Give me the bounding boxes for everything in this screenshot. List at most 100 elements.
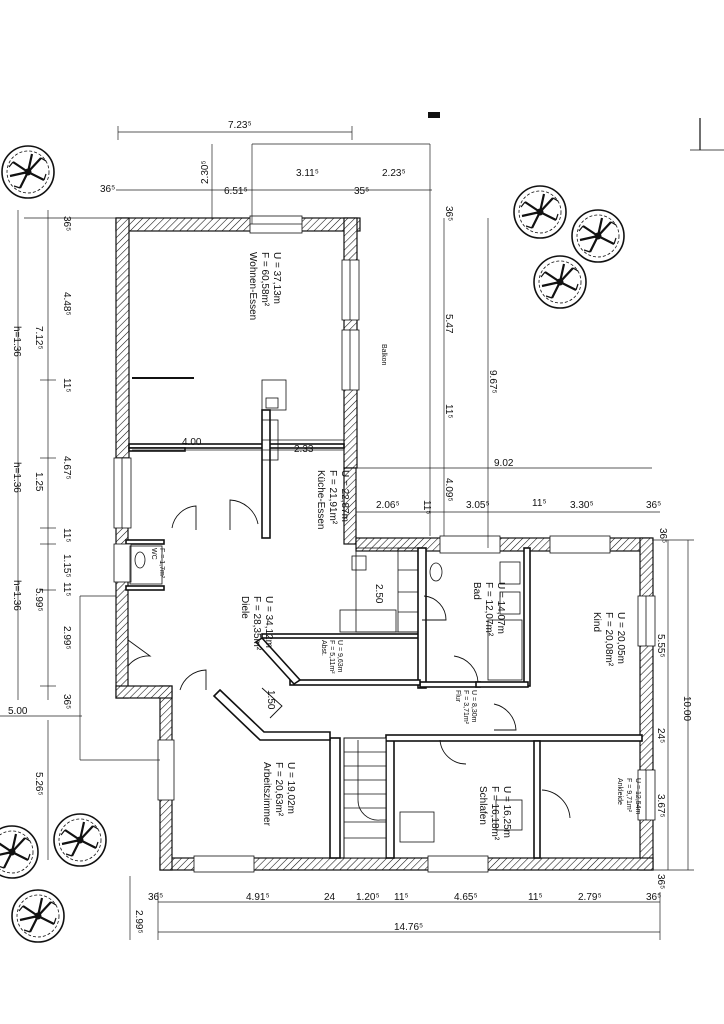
- dim-mid-a: 4.00: [182, 437, 202, 448]
- dim-top-a: 3.11⁵: [296, 168, 319, 179]
- door-swing-icon: [493, 703, 517, 731]
- dim-mid-i: 4.09⁵: [443, 478, 454, 502]
- dim-right-e: 36⁵: [657, 528, 668, 543]
- room-bad-name: Bad: [471, 582, 482, 600]
- door-swing-icon: [261, 687, 283, 719]
- dim-bottom-f: 4.65⁵: [454, 892, 478, 903]
- dim-right-j: 36⁵: [655, 874, 666, 889]
- room-labels: Wohnen-Essen F = 60,58m² U = 37,13m Balk…: [150, 252, 641, 841]
- dim-left-c: 7.12⁵: [33, 326, 44, 350]
- dim-top-d: 6.51⁵: [224, 186, 248, 197]
- dim-mid-h: 36⁵: [646, 500, 661, 511]
- dim-bottom-overall: 14.76⁵: [394, 922, 423, 933]
- dim-left-o: 36⁵: [61, 694, 72, 709]
- dim-mid-c: 9.02: [494, 458, 514, 469]
- dim-bottom-h: 2.79⁵: [578, 892, 602, 903]
- room-flur-name: Flur: [454, 690, 461, 703]
- dim-mid-e: 3.05⁵: [466, 500, 490, 511]
- room-wc-area: F = 1,7m²: [158, 548, 165, 579]
- door-swing-icon: [179, 669, 207, 691]
- dim-bottom-c: 24: [324, 892, 336, 903]
- dim-mid-g: 3.30⁵: [570, 500, 594, 511]
- staircase-icon: [343, 737, 387, 859]
- dim-left-e: 11⁵: [61, 378, 72, 393]
- fixtures: [129, 377, 523, 843]
- room-schlafen-perimeter: U = 16,25m: [501, 786, 512, 838]
- windows: [113, 215, 656, 873]
- dim-bottom-b: 4.91⁵: [246, 892, 270, 903]
- door-swing-icon: [541, 789, 571, 819]
- dim-top-c: 36⁵: [100, 184, 115, 195]
- dim-bottom-d: 1.20⁵: [356, 892, 380, 903]
- room-schlafen-area: F = 16,18m²: [489, 786, 500, 841]
- room-abst-name: Abst.: [320, 640, 327, 656]
- dim-left-q: 5.26⁵: [33, 772, 44, 796]
- tree-icon: [0, 824, 40, 880]
- room-kind-name: Kind: [591, 612, 602, 632]
- dim-left-k: 11⁵: [61, 582, 72, 597]
- dim-right-b: 5.47: [443, 314, 454, 334]
- room-arbeit-area: F = 20,63m²: [273, 762, 284, 817]
- room-abst-perimeter: U = 9,63m: [336, 640, 343, 673]
- room-flur-perimeter: U = 8,30m: [470, 690, 477, 723]
- dim-bottom-g: 11⁵: [528, 892, 543, 903]
- door-swing-icon: [127, 639, 152, 667]
- room-ankleide-area: F = 9,71m²: [625, 778, 632, 813]
- door-swing-icon: [171, 505, 197, 530]
- room-wc-name: WC: [150, 548, 157, 560]
- dim-bottom-i: 36⁵: [646, 892, 661, 903]
- room-kind-perimeter: U = 20,05m: [615, 612, 626, 664]
- room-diele-name: Diele: [239, 596, 250, 619]
- dim-left-j: 1.15⁵: [61, 554, 72, 578]
- doors: [127, 499, 571, 819]
- dim-mid-j: 11⁵: [421, 500, 432, 515]
- tree-icon: [52, 812, 108, 868]
- tree-icon: [10, 888, 66, 944]
- room-kueche-area: F = 21,91m²: [327, 470, 338, 525]
- dimension-lines: [0, 126, 694, 940]
- room-diele-area: F = 28,35m²: [251, 596, 262, 651]
- dim-bottom-a: 36⁵: [148, 892, 163, 903]
- dim-right-i: 3.67⁵: [655, 794, 666, 818]
- dim-left-l: 5.99⁵: [33, 588, 44, 612]
- dim-top-overall: 7.23⁵: [228, 120, 252, 131]
- room-kueche-perimeter: U = 22,87m: [339, 470, 350, 522]
- dim-bottom-e: 11⁵: [394, 892, 409, 903]
- room-arbeit-perimeter: U = 19,02m: [285, 762, 296, 814]
- room-schlafen-name: Schlafen: [477, 786, 488, 825]
- room-flur-area: F = 3,71m²: [462, 690, 469, 725]
- dim-left-p: 5.00: [8, 706, 28, 717]
- dim-right-c: 9.67⁵: [487, 370, 498, 394]
- dim-diele-w: 1.50: [265, 690, 276, 710]
- door-swing-icon: [453, 655, 479, 683]
- dim-top-e: 35⁵: [354, 186, 369, 197]
- room-arbeit-name: Arbeitszimmer: [261, 762, 272, 827]
- tree-icon: [570, 208, 626, 264]
- dim-left-i: 11⁵: [61, 528, 72, 543]
- room-wohnen-perimeter: U = 37,13m: [271, 252, 282, 304]
- dim-mid-b: 2.33: [294, 444, 314, 455]
- dim-right-f: 5.55⁵: [655, 634, 666, 658]
- room-abst-area: F = 5,11m²: [328, 640, 335, 674]
- dim-right-h: 24⁵: [655, 728, 666, 743]
- dim-mid-f: 11⁵: [532, 498, 547, 509]
- dim-top-b: 2.23⁵: [382, 168, 406, 179]
- tree-icon: [0, 144, 56, 200]
- dim-top-f: 2.30⁵: [200, 160, 211, 184]
- scan-marks: [428, 112, 724, 151]
- dim-left-a: 36⁵: [61, 216, 72, 231]
- room-bad-perimeter: U = 14,07m: [495, 582, 506, 634]
- dim-mid-d: 2.06⁵: [376, 500, 400, 511]
- dim-bottom-left: 2.99⁵: [133, 910, 144, 934]
- dim-right-g: 10.00: [681, 696, 692, 721]
- door-swing-icon: [229, 499, 259, 530]
- diagonal-walls: [212, 636, 331, 741]
- door-swing-icon: [439, 739, 467, 765]
- room-balkon-name: Balkon: [380, 344, 387, 366]
- room-bad-area: F = 12,07m²: [483, 582, 494, 637]
- dimension-labels: 7.23⁵ 3.11⁵ 2.23⁵ 36⁵ 6.51⁵ 35⁵ 2.30⁵ 4.…: [8, 120, 692, 934]
- dim-left-d: h=1.36: [11, 326, 22, 357]
- dim-left-b: 4.48⁵: [61, 292, 72, 316]
- room-kueche-name: Küche-Essen: [315, 470, 326, 529]
